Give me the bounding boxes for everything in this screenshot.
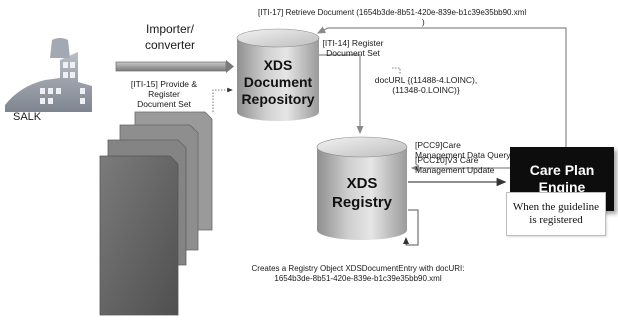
iti15-line-3: Document Set — [137, 99, 191, 109]
registry-line-1: XDS — [346, 175, 378, 192]
iti15-line-2: Register — [148, 89, 180, 99]
docurl-label: docURL {(11488-4.LOINC), (11348-0.LOINC)… — [368, 75, 484, 95]
iti17-line-2: ) — [422, 17, 425, 27]
iti17-label: [ITI-17] Retrieve Document (1654b3de-8b5… — [258, 8, 526, 27]
registry-note-line-1: Creates a Registry Object XDSDocumentEnt… — [251, 264, 465, 273]
registry-line-2: Registry — [331, 194, 393, 211]
iti14-label: [ITI-14] Register Document Set — [319, 38, 387, 58]
registry-note: Creates a Registry Object XDSDocumentEnt… — [238, 264, 478, 283]
importer-line-1: Importer/ — [145, 22, 194, 36]
guideline-note: When the guideline is registered — [506, 192, 606, 236]
iti14-line-1: [ITI-14] Register — [322, 38, 384, 48]
pcc9-line-1: [PCC9]Care — [415, 140, 461, 150]
iti17-line-1: [ITI-17] Retrieve Document (1654b3de-8b5… — [258, 8, 527, 17]
iti15-label: [ITI-15] Provide & Register Document Set — [118, 79, 210, 109]
salk-label: SALK — [13, 111, 42, 123]
repository-title: XDS Document Repository — [237, 57, 319, 108]
docurl-line-1: docURL {(11488-4.LOINC), — [374, 75, 478, 85]
pcc10-line-1: [PCC10]V3 Care — [415, 155, 479, 165]
iti15-line-1: [ITI-15] Provide & — [130, 79, 198, 89]
guideline-line-1: When the guideline — [512, 201, 600, 213]
iti14-line-2: Document Set — [326, 48, 380, 58]
iti14-arrow — [319, 54, 364, 135]
importer-label: Importer/ converter — [120, 21, 220, 53]
pcc9-label: [PCC9]Care Management Data Query — [415, 140, 510, 160]
iti17-arrow — [316, 26, 567, 147]
engine-line-1: Care Plan — [529, 162, 595, 178]
docurl-line-2: (11348-0.LOINC)} — [392, 85, 460, 95]
guideline-line-2: is registered — [529, 214, 583, 226]
importer-arrow — [115, 60, 234, 73]
repository-line-3: Repository — [241, 91, 315, 107]
importer-line-2: converter — [144, 38, 196, 52]
xds-document-repository-cylinder — [236, 28, 320, 121]
iti15-arrow — [212, 87, 233, 112]
engine-line-2: Engine — [538, 179, 586, 195]
pcc9-line-2: Management Data Query — [415, 150, 511, 160]
xds-registry-cylinder — [316, 136, 408, 240]
pcc10-line-2: Management Update — [415, 165, 495, 175]
repository-line-2: Document — [243, 74, 313, 90]
docurl-connector — [392, 67, 401, 74]
document-stack-icon — [99, 111, 213, 316]
registry-note-line-2: 1654b3de-8b51-420e-839e-b1c39e35bb90.xml — [274, 273, 442, 283]
salk-building-icon — [5, 38, 92, 112]
repository-line-1: XDS — [263, 57, 293, 73]
pcc10-label: [PCC10]V3 Care Management Update — [415, 155, 494, 175]
registry-self-loop — [403, 209, 419, 246]
registry-title: XDS Registry — [317, 174, 407, 212]
